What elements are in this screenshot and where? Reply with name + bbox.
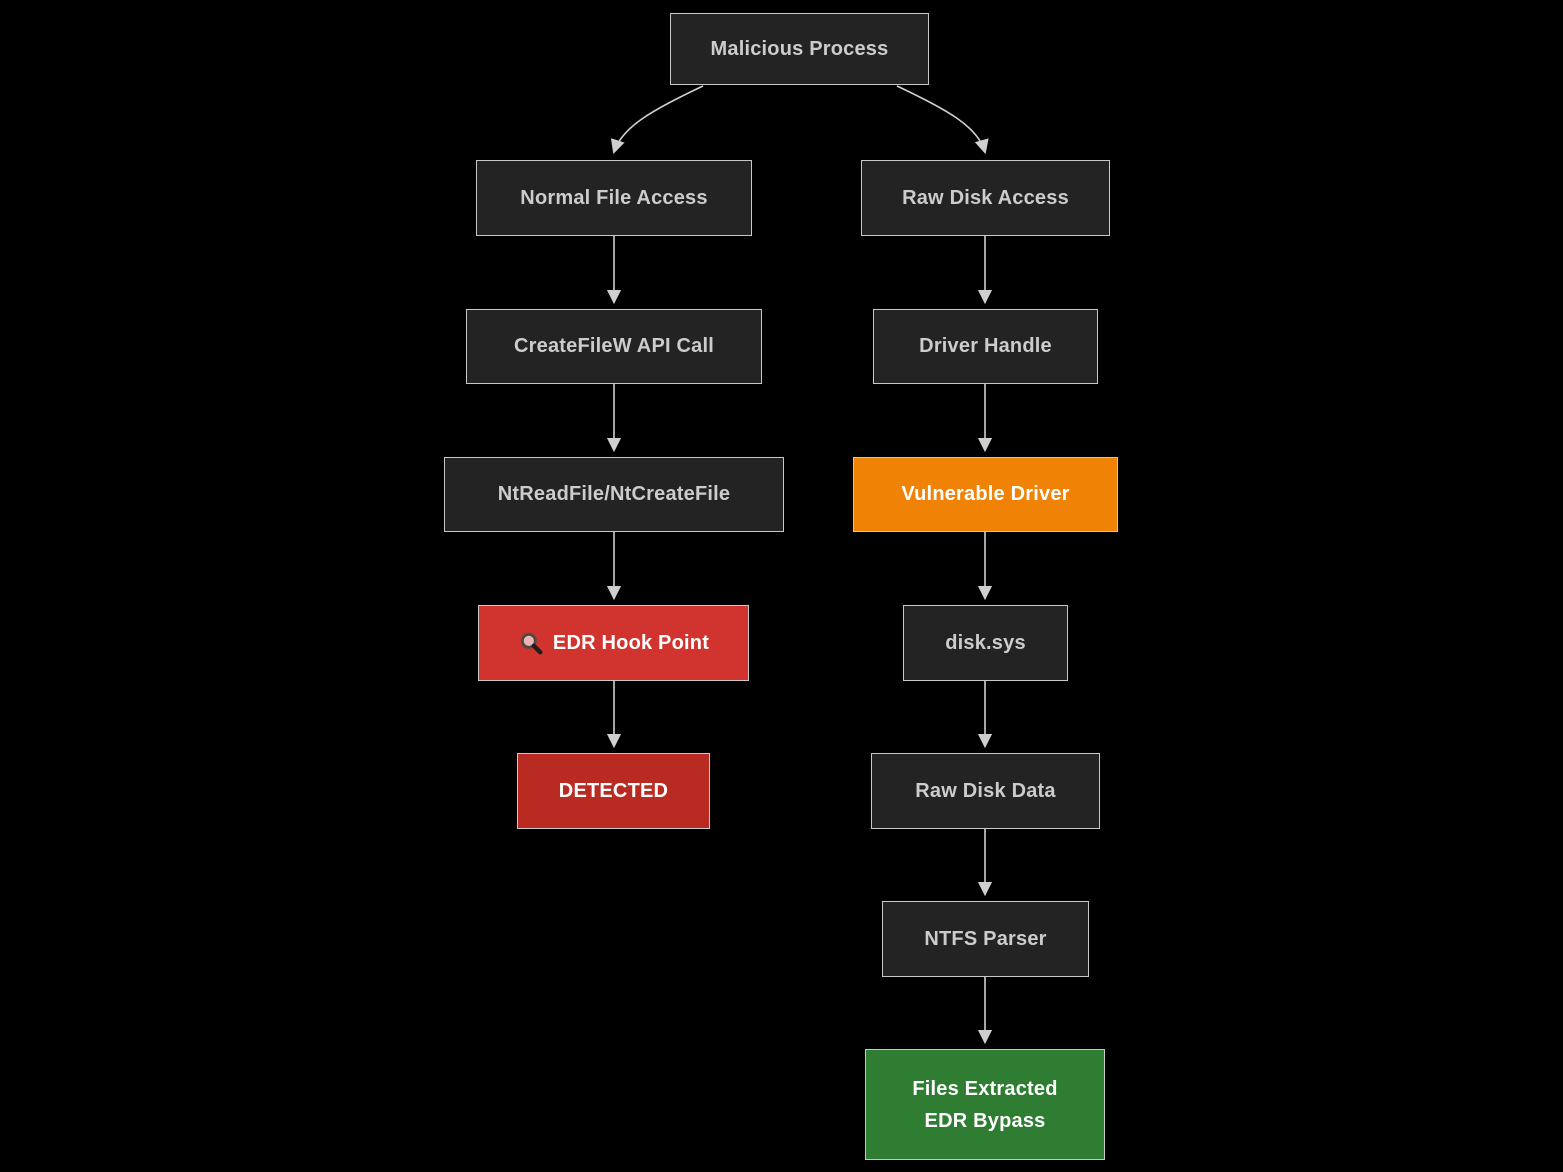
node-label-line2: EDR Bypass (924, 1109, 1046, 1132)
magnifier-icon (520, 632, 543, 655)
node-driver-handle: Driver Handle (873, 309, 1098, 384)
node-label: CreateFileW API Call (514, 335, 714, 357)
node-detected: DETECTED (517, 753, 710, 829)
node-raw-disk-data: Raw Disk Data (871, 753, 1100, 829)
node-vulnerable-driver: Vulnerable Driver (853, 457, 1118, 532)
node-label: Normal File Access (520, 186, 708, 209)
node-label: disk.sys (945, 631, 1026, 654)
node-files-extracted-edr-bypass: Files Extracted EDR Bypass (865, 1049, 1105, 1160)
node-label: EDR Hook Point (552, 631, 710, 654)
node-raw-disk-access: Raw Disk Access (861, 160, 1110, 236)
node-label: Malicious Process (710, 37, 889, 60)
node-label: Driver Handle (919, 335, 1052, 357)
node-createfilew-api-call: CreateFileW API Call (466, 309, 762, 384)
node-label: Vulnerable Driver (901, 483, 1070, 505)
node-label: NtReadFile/NtCreateFile (497, 483, 731, 505)
node-ntfs-parser: NTFS Parser (882, 901, 1089, 977)
edge-malicious-to-rawaccess (896, 85, 989, 155)
node-normal-file-access: Normal File Access (476, 160, 752, 236)
node-label: Raw Disk Data (915, 779, 1056, 802)
node-label: Raw Disk Access (902, 186, 1069, 209)
node-label-line1: Files Extracted (912, 1077, 1058, 1100)
edge-malicious-to-normal (610, 85, 704, 155)
node-ntreadfile-ntcreatefile: NtReadFile/NtCreateFile (444, 457, 784, 532)
node-edr-hook-point: EDR Hook Point (478, 605, 749, 681)
node-label: NTFS Parser (924, 927, 1047, 950)
node-malicious-process: Malicious Process (670, 13, 929, 85)
node-disk-sys: disk.sys (903, 605, 1068, 681)
node-label: DETECTED (558, 779, 669, 802)
